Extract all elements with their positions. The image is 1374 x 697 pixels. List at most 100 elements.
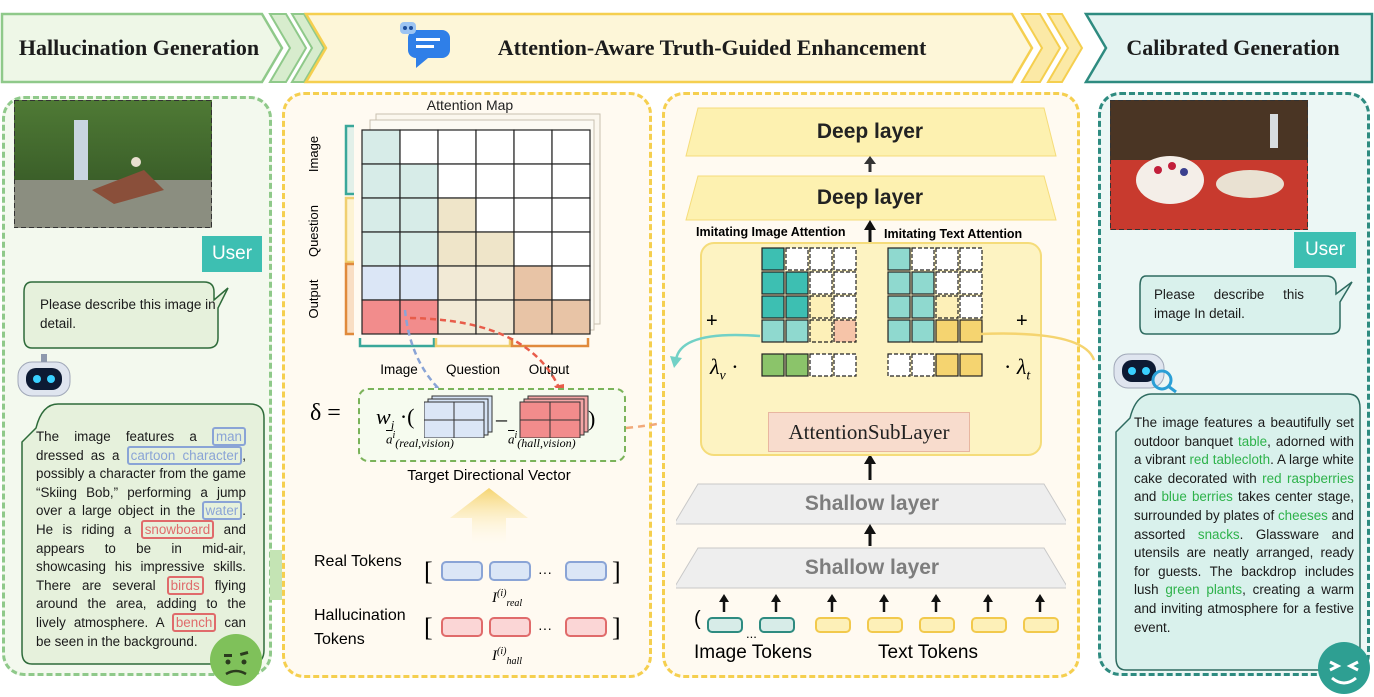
imitation-cell: [809, 353, 833, 377]
attention-cell: [399, 163, 439, 199]
imitation-cell: [935, 353, 959, 377]
attention-cell: [475, 231, 515, 267]
attention-cell: [437, 163, 477, 199]
attention-cell: [361, 265, 401, 301]
svg-text:]: ]: [612, 557, 621, 586]
svg-text:···: ···: [538, 620, 552, 636]
attention-cell: [399, 197, 439, 233]
chat-robot-icon: [400, 22, 450, 68]
text-token: [815, 617, 851, 633]
imitation-cell: [761, 319, 785, 343]
imitation-cell: [833, 295, 857, 319]
entity-table: table: [1238, 433, 1268, 449]
attention-cell: [551, 231, 591, 267]
imitation-cell: [959, 319, 983, 343]
imitation-matrices: [761, 247, 983, 377]
attention-cell: [437, 299, 477, 335]
col-label-image: Image: [380, 362, 418, 377]
svg-text:–: –: [495, 406, 508, 431]
tdv-label: Target Directional Vector: [407, 467, 571, 484]
image-tokens-label: Image Tokens: [694, 642, 812, 663]
imitation-cell: [887, 295, 911, 319]
curve-arrow-right: [979, 332, 1096, 361]
imitation-cell: [809, 295, 833, 319]
imitation-cell: [833, 319, 857, 343]
imitation-cell: [935, 271, 959, 295]
image-token: [707, 617, 743, 633]
attention-cell: [475, 265, 515, 301]
attention-cell: [475, 163, 515, 199]
attention-cell: [513, 299, 553, 335]
attention-map-grid: [344, 113, 601, 348]
attention-cell: [475, 129, 515, 165]
attention-cell: [551, 163, 591, 199]
shallow-layer-bottom: Shallow layer: [804, 556, 940, 579]
entity-green-plants: green plants: [1165, 582, 1243, 598]
attention-cell: [513, 163, 553, 199]
response-text-right: The image features a beautifully set out…: [1134, 415, 1355, 635]
imitation-cell: [785, 353, 809, 377]
entity-water: water: [201, 501, 243, 521]
imitation-cell: [785, 271, 809, 295]
attention-cell: [551, 265, 591, 301]
response-bubble-left: [21, 403, 265, 665]
banquet-photo: [1110, 100, 1308, 230]
imitation-cell: [935, 247, 959, 271]
deep-layer-second: Deep layer: [816, 186, 924, 209]
token-arrow-head: [827, 594, 837, 602]
text-token: [1023, 617, 1059, 633]
user-label-right: User: [1294, 232, 1356, 268]
attention-cell: [361, 231, 401, 267]
attention-cell: [513, 129, 553, 165]
prompt-bubble-left: [23, 281, 229, 349]
imitation-cell: [935, 319, 959, 343]
input-tokens: [707, 594, 1059, 633]
svg-text:[: [: [424, 557, 433, 586]
imitation-cell: [809, 319, 833, 343]
entity-cheeses: cheeses: [1277, 507, 1328, 523]
entity-red-raspberries: red raspberries: [1262, 470, 1354, 486]
entity-snowboard: snowboard: [140, 519, 215, 539]
header-hallucination-generation: Hallucination Generation: [18, 35, 260, 60]
entity-bench: bench: [171, 612, 217, 632]
attention-cell: [513, 197, 553, 233]
lambda-v: λv ·: [710, 354, 739, 384]
header-calibrated-generation: Calibrated Generation: [1126, 35, 1340, 60]
hall-token-symbol: I(i)hall: [492, 646, 523, 667]
attention-cell: [399, 265, 439, 301]
svg-text:]: ]: [612, 613, 621, 642]
imitation-cell: [785, 295, 809, 319]
deep-layer-top: Deep layer: [816, 120, 924, 143]
imitation-cell: [911, 271, 935, 295]
entity-birds: birds: [166, 575, 204, 595]
text-token: [867, 617, 903, 633]
real-token-symbol: I(i)real: [492, 588, 523, 609]
lambda-t: · λt: [1004, 354, 1031, 384]
tokens-paren: (: [694, 608, 701, 630]
prompt-text-left: Please describe this image in detail.: [40, 297, 216, 331]
weight-symbol: wi ·(: [376, 404, 415, 433]
imitation-cell: [911, 295, 935, 319]
real-vision-term: ai(real,vision): [386, 430, 454, 450]
plus-left: +: [706, 310, 718, 332]
imitation-cell: [911, 319, 935, 343]
attention-cell: [551, 129, 591, 165]
imitation-cell: [887, 247, 911, 271]
imitation-cell: [935, 295, 959, 319]
entity-red-tablecloth: red tablecloth: [1189, 452, 1271, 468]
hall-vision-term: ai(hall,vision): [508, 430, 576, 450]
imitation-cell: [761, 271, 785, 295]
text-tokens-label: Text Tokens: [878, 642, 978, 663]
entity-man: man: [211, 427, 246, 446]
imitation-cell: [911, 353, 935, 377]
imitation-cell: [887, 353, 911, 377]
attention-cell: [437, 197, 477, 233]
imitation-cell: [809, 247, 833, 271]
imitation-cell: [833, 353, 857, 377]
attention-cell: [513, 231, 553, 267]
imitation-cell: [959, 353, 983, 377]
imitation-cell: [887, 319, 911, 343]
robot-search-icon: [1113, 353, 1177, 394]
token-arrow-head: [931, 594, 941, 602]
response-text-left: The image features a man dressed as a ca…: [36, 427, 247, 649]
